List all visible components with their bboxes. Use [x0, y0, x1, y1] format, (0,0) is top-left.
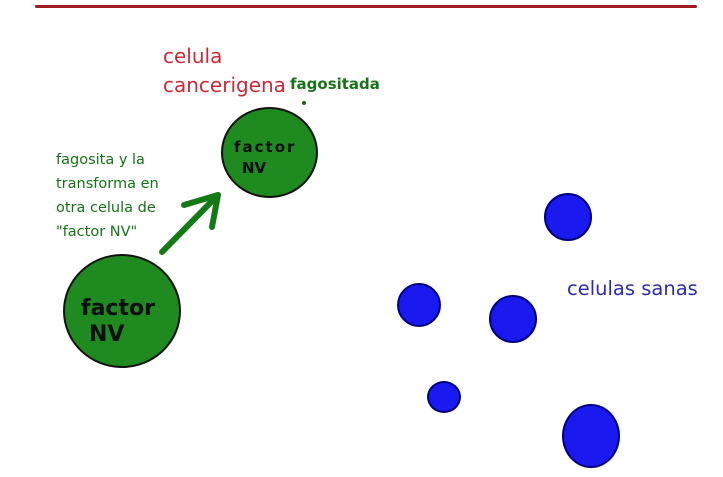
process-note: fagosita y la transforma en otra celula … [56, 148, 159, 244]
process-note-line3: otra celula de [56, 200, 156, 216]
factor-nv-cell-circle: factor NV [63, 254, 181, 368]
process-note-line1: fagosita y la [56, 152, 145, 168]
cancer-cell-label-line2: cancerigena [163, 73, 286, 97]
healthy-cell-circle [489, 295, 537, 343]
factor-nv-cell-text-line2: NV [89, 322, 125, 347]
healthy-cells-label: celulas sanas [567, 277, 698, 300]
process-note-line4: "factor NV" [56, 224, 138, 240]
healthy-cell-circle [544, 193, 592, 241]
phagocytized-cell-circle: factor NV [221, 107, 318, 198]
phagocytized-cell-text-line1: factor [234, 137, 297, 156]
phagocytized-cell-text-line2: NV [242, 158, 267, 177]
healthy-cell-circle [562, 404, 620, 468]
healthy-cell-circle [397, 283, 441, 327]
process-note-line2: transforma en [56, 176, 159, 192]
stray-dot [302, 101, 306, 105]
top-divider-line [35, 5, 697, 8]
healthy-cell-circle [427, 381, 461, 413]
cancer-cell-label: celula cancerigena [163, 42, 286, 100]
factor-nv-cell-text-line1: factor [81, 295, 155, 321]
transform-arrow-icon [159, 192, 221, 255]
cancer-cell-label-line1: celula [163, 44, 223, 68]
fagositada-label: fagositada [290, 75, 380, 93]
